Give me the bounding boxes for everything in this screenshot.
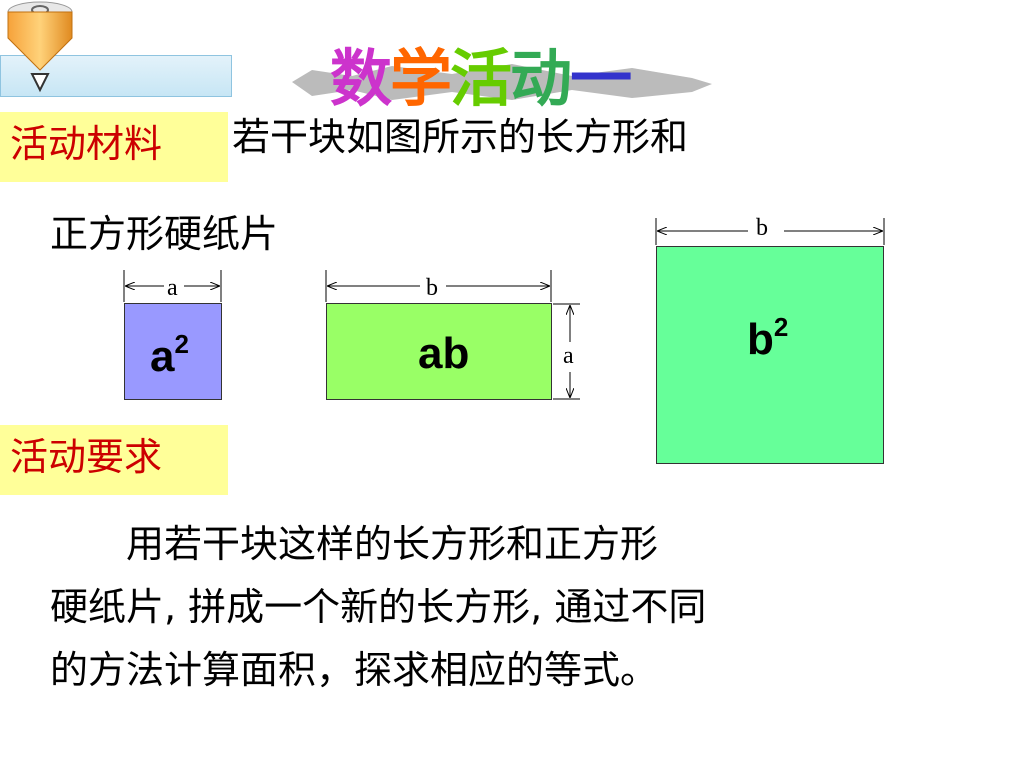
- small-square-width-label: a: [167, 275, 178, 301]
- rectangle-height-label: a: [563, 343, 574, 369]
- rectangle-label: ab: [418, 329, 470, 378]
- title-char: 一: [570, 42, 632, 115]
- requirements-text-line1: 用若干块这样的长方形和正方形: [50, 522, 659, 566]
- small-square-shape: [124, 303, 222, 400]
- title-char: 数: [330, 42, 392, 115]
- pencil-icon: [7, 1, 73, 93]
- large-square-width-label: b: [756, 215, 768, 241]
- title-char: 学: [390, 42, 452, 115]
- requirements-text-line3: 的方法计算面积，探求相应的等式。: [50, 648, 659, 692]
- materials-text-line2: 正方形硬纸片: [50, 212, 279, 256]
- large-square-label: b2: [747, 312, 789, 364]
- requirements-tag: 活动要求: [0, 425, 228, 495]
- rectangle-shape: [326, 303, 552, 400]
- requirements-text-line2: 硬纸片, 拼成一个新的长方形, 通过不同: [50, 585, 707, 629]
- materials-text-line1: 若干块如图所示的长方形和: [232, 115, 689, 159]
- large-square-shape: [656, 246, 884, 464]
- title-shadow: [292, 64, 712, 100]
- title-char: 活: [450, 42, 512, 115]
- materials-tag: 活动材料: [0, 112, 228, 182]
- small-square-label: a2: [150, 329, 189, 381]
- slide-title: 数学活动一: [330, 28, 632, 118]
- title-char: 动: [510, 42, 572, 115]
- rectangle-width-label: b: [426, 275, 438, 301]
